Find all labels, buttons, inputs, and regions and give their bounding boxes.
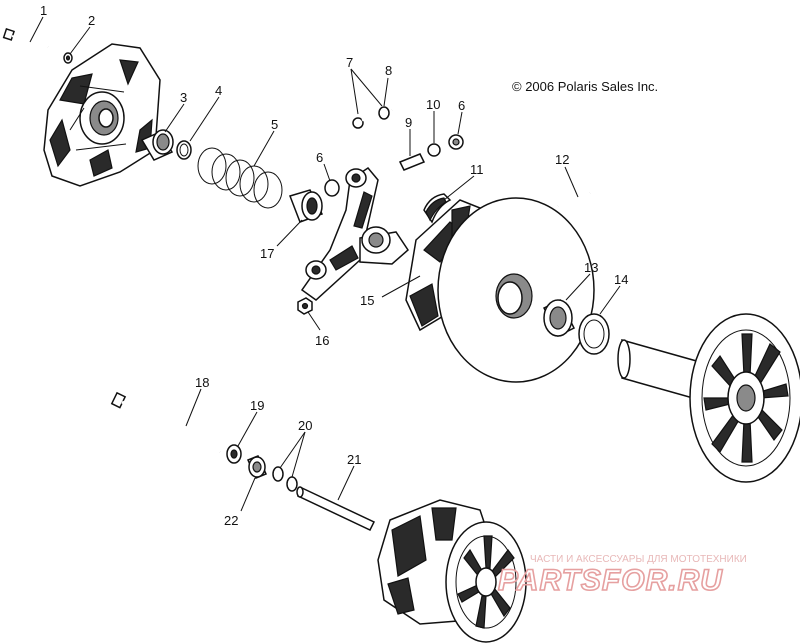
part-16-nut[interactable] bbox=[297, 297, 313, 315]
movable-sheave[interactable] bbox=[405, 197, 595, 383]
part-6-bushing-lower[interactable] bbox=[324, 179, 340, 197]
part-19-washer[interactable] bbox=[226, 444, 242, 464]
callout-8: 8 bbox=[385, 63, 392, 78]
callout-10: 10 bbox=[426, 97, 440, 112]
callout-16: 16 bbox=[315, 333, 329, 348]
callout-13: 13 bbox=[584, 260, 598, 275]
callout-1: 1 bbox=[40, 3, 47, 18]
part-1-bolt[interactable] bbox=[2, 28, 49, 48]
spider-arm-assembly[interactable] bbox=[300, 167, 409, 301]
callout-21: 21 bbox=[347, 452, 361, 467]
drive-clutch-cover[interactable] bbox=[43, 43, 161, 187]
fixed-sheave-with-shaft[interactable] bbox=[617, 313, 800, 483]
part-17-spring-seat[interactable] bbox=[289, 189, 324, 223]
part-6-bushing-upper[interactable] bbox=[448, 134, 464, 150]
callout-3: 3 bbox=[180, 90, 187, 105]
part-13-bushing[interactable] bbox=[542, 298, 576, 338]
callout-5: 5 bbox=[271, 117, 278, 132]
leader-lines bbox=[29, 16, 621, 512]
part-21-shaft[interactable] bbox=[296, 486, 376, 531]
callout-2: 2 bbox=[88, 13, 95, 28]
part-5-spring[interactable] bbox=[197, 147, 283, 209]
callout-15: 15 bbox=[360, 293, 374, 308]
callout-19: 19 bbox=[250, 398, 264, 413]
part-18-bolt[interactable] bbox=[110, 391, 221, 454]
callout-11: 11 bbox=[470, 162, 484, 177]
callout-labels: 1 2 3 4 5 6 6 7 8 9 10 11 12 13 14 15 16… bbox=[40, 3, 628, 528]
part-22-bushing[interactable] bbox=[246, 455, 268, 479]
part-10-roller[interactable] bbox=[427, 143, 441, 157]
part-9-roller-pin[interactable] bbox=[398, 153, 426, 171]
callout-6-upper: 6 bbox=[458, 98, 465, 113]
callout-22: 22 bbox=[224, 513, 238, 528]
callout-17: 17 bbox=[260, 246, 274, 261]
part-4-snap-ring[interactable] bbox=[176, 140, 192, 160]
part-2-washer[interactable] bbox=[63, 52, 73, 64]
part-14-ring[interactable] bbox=[578, 313, 610, 355]
callout-14: 14 bbox=[614, 272, 628, 287]
copyright-text: © 2006 Polaris Sales Inc. bbox=[512, 79, 658, 94]
part-12-pin[interactable] bbox=[557, 192, 591, 207]
callout-12: 12 bbox=[555, 152, 569, 167]
part-11-weight[interactable] bbox=[423, 193, 452, 224]
callout-18: 18 bbox=[195, 375, 209, 390]
callout-6-lower: 6 bbox=[316, 150, 323, 165]
callout-4: 4 bbox=[215, 83, 222, 98]
assembled-clutch[interactable] bbox=[377, 499, 527, 643]
watermark: ЧАСТИ И АКСЕССУАРЫ ДЛЯ МОТОТЕХНИКИ PARTS… bbox=[497, 554, 747, 598]
watermark-brand: PARTSFOR.RU bbox=[498, 564, 723, 597]
part-8-washer[interactable] bbox=[378, 106, 390, 120]
part-3-bushing[interactable] bbox=[140, 129, 174, 161]
watermark-tagline: ЧАСТИ И АКСЕССУАРЫ ДЛЯ МОТОТЕХНИКИ bbox=[530, 554, 747, 565]
callout-20: 20 bbox=[298, 418, 312, 433]
callout-7: 7 bbox=[346, 55, 353, 70]
callout-9: 9 bbox=[405, 115, 412, 130]
